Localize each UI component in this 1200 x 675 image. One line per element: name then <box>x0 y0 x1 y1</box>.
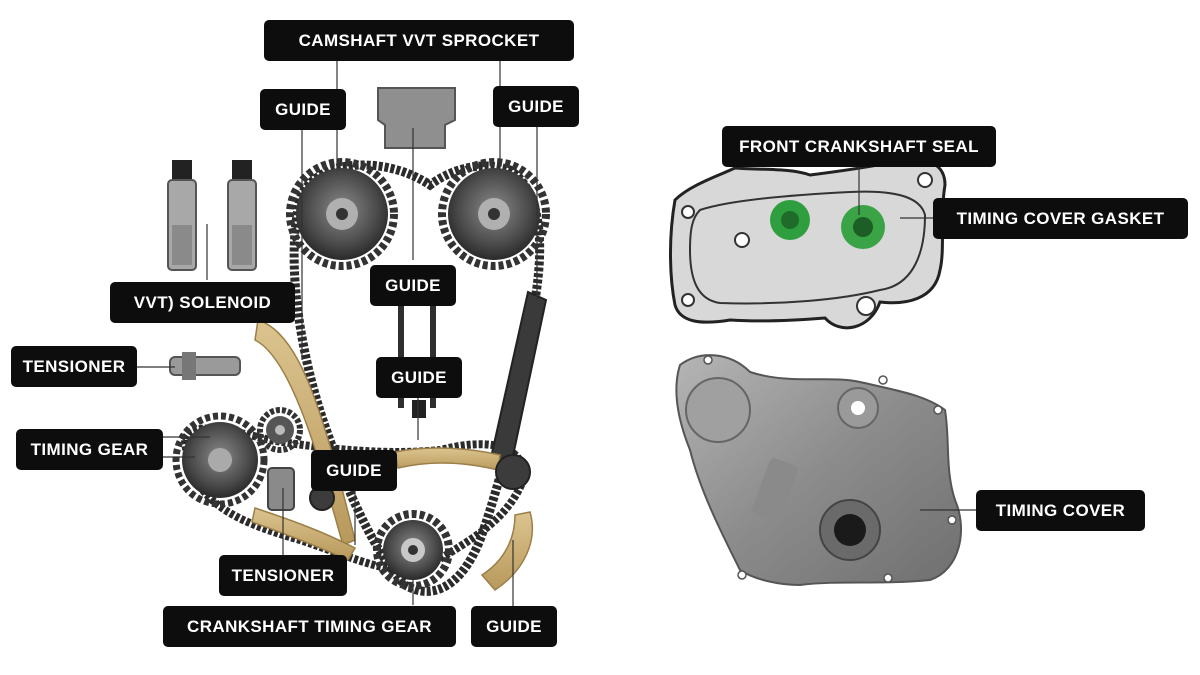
front-crankshaft-seal-part <box>770 200 885 249</box>
label-timing-gear: TIMING GEAR <box>16 429 163 470</box>
right-chain-guide <box>488 290 548 472</box>
vvt-solenoid-part <box>167 160 257 271</box>
label-guide-top-left: GUIDE <box>260 89 346 130</box>
camshaft-sprocket-left <box>286 158 398 270</box>
cover-bolt-holes <box>703 355 957 583</box>
cover-crank-opening <box>834 514 866 546</box>
idler-pulley-upper <box>495 454 531 490</box>
label-guide-bottom-right: GUIDE <box>471 606 557 647</box>
lower-left-tan-guide <box>251 507 357 561</box>
label-tensioner-left: TENSIONER <box>11 346 137 387</box>
leader-lines-left <box>136 60 538 606</box>
center-guide-clip <box>412 400 426 418</box>
cover-top-hole <box>851 401 865 415</box>
label-guide-center-lower: GUIDE <box>376 357 462 398</box>
gasket-inner-line <box>688 190 927 305</box>
cover-upper-boss <box>685 377 751 443</box>
label-crankshaft-timing-gear: CRANKSHAFT TIMING GEAR <box>163 606 456 647</box>
leader-lines-right <box>858 165 976 511</box>
camshaft-sprocket-right <box>438 158 550 270</box>
tensioner-part <box>169 352 241 380</box>
label-timing-cover-gasket: TIMING COVER GASKET <box>933 198 1188 239</box>
timing-gear-part <box>172 412 268 508</box>
horizontal-tan-guide <box>394 447 501 471</box>
gasket-holes <box>681 172 933 316</box>
label-front-crankshaft-seal: FRONT CRANKSHAFT SEAL <box>722 126 996 167</box>
cover-rib <box>752 458 798 522</box>
label-timing-cover: TIMING COVER <box>976 490 1145 531</box>
timing-cover-gasket-part <box>668 158 947 330</box>
label-camshaft-vvt-sprocket: CAMSHAFT VVT SPROCKET <box>264 20 574 61</box>
label-guide-center-upper: GUIDE <box>370 265 456 306</box>
small-idler-gear <box>257 407 303 453</box>
center-guide-rod-left <box>398 298 404 408</box>
top-guide-bracket <box>377 87 456 149</box>
center-guide-rod-right <box>430 298 436 408</box>
label-guide-lower-left: GUIDE <box>311 450 397 491</box>
crankshaft-gear-part <box>373 510 453 590</box>
bottom-right-tan-guide <box>480 511 534 591</box>
label-guide-top-right: GUIDE <box>493 86 579 127</box>
label-tensioner-lower: TENSIONER <box>219 555 347 596</box>
lower-tensioner-part <box>267 467 295 511</box>
label-vvt-solenoid: VVT) SOLENOID <box>110 282 295 323</box>
